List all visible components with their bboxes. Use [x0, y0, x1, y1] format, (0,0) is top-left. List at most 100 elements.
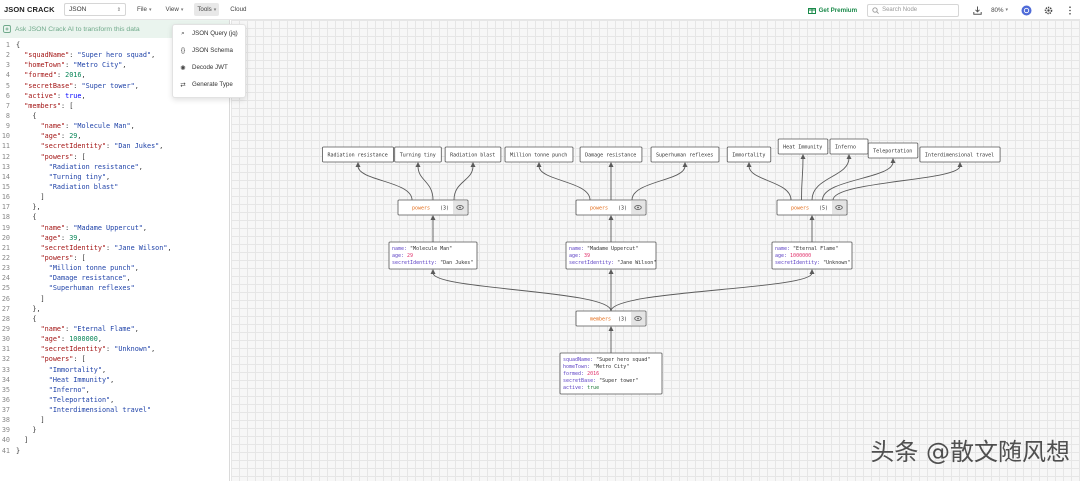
- code-line[interactable]: 21 "secretIdentity": "Jane Wilson",: [0, 243, 230, 253]
- eye-icon-pupil: [637, 317, 639, 320]
- line-content: },: [16, 202, 40, 212]
- line-content: {: [16, 40, 20, 50]
- code-line[interactable]: 28 {: [0, 314, 230, 324]
- code-line[interactable]: 2 "squadName": "Super hero squad",: [0, 50, 230, 60]
- menu-cloud[interactable]: Cloud: [227, 3, 249, 16]
- code-line[interactable]: 5 "secretBase": "Super tower",: [0, 81, 230, 91]
- code-line[interactable]: 25 "Superhuman reflexes": [0, 283, 230, 293]
- code-line[interactable]: 10 "age": 29,: [0, 131, 230, 141]
- code-line[interactable]: 37 "Interdimensional travel": [0, 405, 230, 415]
- line-number: 30: [1, 335, 10, 344]
- graph-svg[interactable]: squadName: "Super hero squad"homeTown: "…: [231, 20, 1080, 481]
- code-line[interactable]: 8 {: [0, 111, 230, 121]
- code-line[interactable]: 24 "Damage resistance",: [0, 273, 230, 283]
- line-content: {: [16, 314, 36, 324]
- eye-icon: [835, 205, 843, 210]
- chevron-down-icon: ▾: [213, 6, 217, 13]
- line-number: 38: [1, 416, 10, 425]
- code-line[interactable]: 6 "active": true,: [0, 91, 230, 101]
- code-line[interactable]: 16 ]: [0, 192, 230, 202]
- format-select[interactable]: JSON ⇕: [64, 3, 126, 16]
- code-line[interactable]: 32 "powers": [: [0, 354, 230, 364]
- menu-item-json-schema[interactable]: {} JSON Schema: [173, 42, 245, 59]
- line-content: "powers": [: [16, 253, 86, 263]
- code-token: {: [16, 213, 37, 222]
- line-content: "Radiation blast": [16, 182, 119, 192]
- code-line[interactable]: 7 "members": [: [0, 101, 230, 111]
- code-line[interactable]: 14 "Turning tiny",: [0, 172, 230, 182]
- code-line[interactable]: 36 "Teleportation",: [0, 395, 230, 405]
- app-brand[interactable]: JSON CRACK: [4, 5, 55, 14]
- code-line[interactable]: 3 "homeTown": "Metro City",: [0, 60, 230, 70]
- code-line[interactable]: 39 }: [0, 425, 230, 435]
- eye-icon: [634, 205, 642, 210]
- node-key: squadName:: [563, 357, 593, 363]
- code-line[interactable]: 13 "Radiation resistance",: [0, 162, 230, 172]
- more-button[interactable]: [1062, 2, 1078, 18]
- code-line[interactable]: 22 "powers": [: [0, 253, 230, 263]
- code-token: "age": [40, 233, 62, 242]
- ai-prompt-banner[interactable]: Ask JSON Crack AI to transform this data: [0, 20, 229, 38]
- menu-item-json-query[interactable]: ⌕ JSON Query (jq): [173, 25, 245, 42]
- menu-file[interactable]: File ▾: [134, 3, 155, 16]
- node-key: secretBase:: [563, 378, 596, 384]
- menu-file-label: File: [137, 6, 147, 13]
- settings-button[interactable]: [1040, 2, 1056, 18]
- node-key: formed:: [563, 371, 584, 377]
- menu-tools[interactable]: Tools ▾: [194, 3, 220, 16]
- menu-item-generate-type[interactable]: ⇄ Generate Type: [173, 76, 245, 93]
- code-line[interactable]: 30 "age": 1000000,: [0, 334, 230, 344]
- code-token: "homeTown": [24, 61, 66, 70]
- code-token: true: [65, 91, 82, 100]
- line-number: 22: [1, 253, 10, 262]
- code-token: "Superhuman reflexes": [48, 284, 135, 293]
- code-line[interactable]: 38 ]: [0, 415, 230, 425]
- download-button[interactable]: [969, 2, 985, 18]
- code-line[interactable]: 20 "age": 39,: [0, 233, 230, 243]
- code-token: [16, 386, 49, 394]
- code-line[interactable]: 11 "secretIdentity": "Dan Jukes",: [0, 141, 230, 151]
- code-line[interactable]: 40 ]: [0, 435, 230, 445]
- code-line[interactable]: 9 "name": "Molecule Man",: [0, 121, 230, 131]
- account-button[interactable]: [1018, 2, 1034, 18]
- code-line[interactable]: 34 "Heat Immunity",: [0, 375, 230, 385]
- menu-item-decode-jwt[interactable]: ✺ Decode JWT: [173, 59, 245, 76]
- graph-canvas[interactable]: squadName: "Super hero squad"homeTown: "…: [231, 20, 1080, 481]
- code-lines[interactable]: 1{2 "squadName": "Super hero squad",3 "h…: [0, 40, 230, 456]
- array-count: (3): [618, 206, 627, 212]
- code-line[interactable]: 27 },: [0, 304, 230, 314]
- zoom-control[interactable]: 80% ▾: [991, 7, 1008, 14]
- code-line[interactable]: 29 "name": "Eternal Flame",: [0, 324, 230, 334]
- code-line[interactable]: 23 "Million tonne punch",: [0, 263, 230, 273]
- menu-item-label: Decode JWT: [192, 64, 228, 71]
- code-line[interactable]: 15 "Radiation blast": [0, 182, 230, 192]
- code-line[interactable]: 31 "secretIdentity": "Unknown",: [0, 344, 230, 354]
- code-token: "Eternal Flame": [73, 324, 135, 333]
- code-token: 1000000: [69, 335, 98, 344]
- line-number: 33: [1, 365, 10, 374]
- node-value: "Metro City": [593, 364, 629, 370]
- code-token: "Jane Wilson": [114, 243, 168, 252]
- code-line[interactable]: 12 "powers": [: [0, 152, 230, 162]
- code-line[interactable]: 19 "name": "Madame Uppercut",: [0, 223, 230, 233]
- code-token: [16, 244, 41, 252]
- type-icon: ⇄: [180, 81, 186, 89]
- node-value: "Molecule Man": [410, 246, 452, 252]
- code-token: "secretBase": [24, 81, 74, 90]
- download-icon: [972, 6, 982, 15]
- code-line[interactable]: 33 "Immortality",: [0, 365, 230, 375]
- code-line[interactable]: 17 },: [0, 202, 230, 212]
- code-line[interactable]: 18 {: [0, 212, 230, 222]
- code-line[interactable]: 4 "formed": 2016,: [0, 70, 230, 80]
- code-line[interactable]: 41}: [0, 446, 230, 456]
- code-line[interactable]: 26 ]: [0, 294, 230, 304]
- line-number: 29: [1, 324, 10, 333]
- search-node-input[interactable]: Search Node: [867, 3, 960, 17]
- code-line[interactable]: 35 "Inferno",: [0, 385, 230, 395]
- line-number: 15: [1, 182, 10, 191]
- get-premium-button[interactable]: Get Premium: [807, 6, 857, 14]
- code-line[interactable]: 1{: [0, 40, 230, 50]
- line-number: 23: [1, 264, 10, 273]
- menu-view[interactable]: View ▾: [163, 3, 187, 16]
- edge-arrow: [355, 162, 361, 167]
